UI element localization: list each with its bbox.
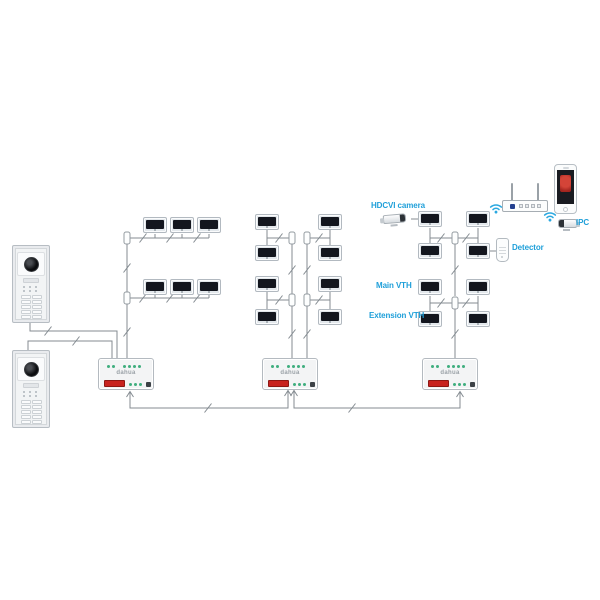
motion-detector [496, 238, 509, 262]
vth-monitor [255, 276, 279, 292]
vth-monitor [255, 309, 279, 325]
phone-screen [557, 170, 574, 204]
indicator-dots [23, 391, 39, 397]
vtns-switch-1: dahua [98, 358, 154, 390]
label-hdcvi-camera: HDCVI camera [371, 201, 425, 210]
vth-monitor [143, 217, 167, 233]
port-block [146, 382, 151, 387]
vth-monitor [418, 243, 442, 259]
call-button-grid [20, 295, 42, 319]
door-camera-module [17, 357, 45, 382]
speaker-slot [23, 383, 39, 388]
router-led [510, 204, 515, 209]
label-main-vth: Main VTH [376, 281, 412, 290]
vth-monitor [197, 217, 221, 233]
router-antenna [511, 183, 513, 202]
camera-body [558, 219, 577, 228]
vth-monitor [255, 214, 279, 230]
vth-monitor [466, 211, 490, 227]
camera-lens [399, 214, 406, 222]
camera-lens [23, 361, 39, 377]
camera-bracket [563, 229, 570, 231]
door-station-panel [15, 353, 47, 425]
label-detector: Detector [512, 243, 544, 252]
label-extension-vth: Extension VTH [369, 311, 425, 320]
wifi-icon [489, 204, 503, 214]
door-station-vto-1 [12, 245, 50, 323]
vth-monitor-extension [418, 311, 442, 327]
port-block [470, 382, 475, 387]
router-antenna [537, 183, 539, 202]
alarm-strip [268, 380, 289, 387]
vth-monitor [143, 279, 167, 295]
vth-monitor-extension [466, 311, 490, 327]
port-block [310, 382, 315, 387]
vth-monitor-main [418, 279, 442, 295]
phone-speaker [562, 167, 569, 169]
home-button [563, 207, 568, 212]
wifi-router [500, 180, 550, 214]
camera-bracket [390, 223, 398, 227]
alarm-strip [428, 380, 449, 387]
vth-monitor [170, 217, 194, 233]
vth-monitor [318, 214, 342, 230]
wifi-icon [543, 212, 557, 222]
indicator-dots [23, 286, 39, 292]
smartphone [554, 164, 577, 214]
vtns-switch-2: dahua [262, 358, 318, 390]
vtns-switch-3: dahua [422, 358, 478, 390]
label-ipc: IPC [576, 218, 590, 227]
camera-lens [559, 220, 564, 227]
vth-monitor [197, 279, 221, 295]
camera-mount [379, 218, 385, 224]
brand-logo: dahua [440, 370, 460, 376]
call-button-grid [20, 400, 42, 424]
door-camera-module [17, 252, 45, 277]
vth-monitor [318, 309, 342, 325]
brand-logo: dahua [280, 370, 300, 376]
brand-logo: dahua [116, 370, 136, 376]
vth-monitor [466, 243, 490, 259]
vth-monitor-main [466, 279, 490, 295]
vth-monitor [418, 211, 442, 227]
video-feed [560, 175, 571, 192]
vth-monitor [255, 245, 279, 261]
router-body [502, 200, 548, 212]
speaker-slot [23, 278, 39, 283]
alarm-strip [104, 380, 125, 387]
detector-led [501, 256, 503, 258]
hdcvi-camera [379, 209, 414, 229]
vth-monitor [318, 276, 342, 292]
door-station-panel [15, 248, 47, 320]
vth-monitor [318, 245, 342, 261]
vth-monitor [170, 279, 194, 295]
door-station-vto-2 [12, 350, 50, 428]
camera-body [382, 213, 407, 225]
camera-lens [23, 256, 39, 272]
